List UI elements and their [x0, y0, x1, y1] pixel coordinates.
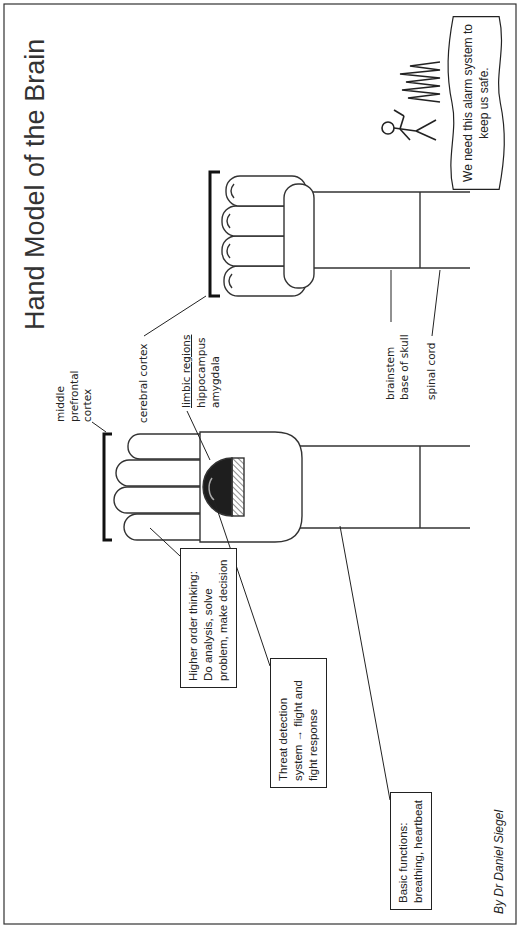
- function-box: Higher order thinking: Do analysis, solv…: [180, 548, 237, 688]
- slide-title: Hand Model of the Brain: [20, 39, 51, 330]
- part-label: limbic regions: [180, 318, 194, 408]
- banner-box: We need this alarm system to keep us saf…: [446, 13, 506, 193]
- part-label: middle prefrontal cortex: [54, 356, 95, 422]
- part-label: amygdala: [209, 318, 223, 408]
- box-text: Threat detection system → flight and fig…: [276, 665, 321, 781]
- part-label: hippocampus: [195, 318, 209, 408]
- function-box: Basic functions: breathing, heartbeat: [390, 792, 432, 910]
- frame: [4, 4, 516, 924]
- author-credit: By Dr Daniel Siegel: [492, 810, 508, 914]
- part-label: spinal cord: [425, 330, 439, 400]
- fist: [222, 176, 470, 296]
- part-label: brainstem base of skull: [384, 322, 411, 400]
- leader-line: [92, 270, 440, 800]
- function-box: Threat detection system → flight and fig…: [270, 658, 327, 788]
- bracket: [104, 434, 112, 540]
- box-text: Higher order thinking: Do analysis, solv…: [186, 555, 231, 681]
- box-text: Basic functions: breathing, heartbeat: [396, 799, 426, 903]
- bracket: [210, 172, 220, 296]
- box-text: We need this alarm system to keep us saf…: [460, 23, 492, 183]
- banner-outline: [446, 13, 506, 193]
- caveman-figure: [382, 62, 440, 140]
- part-label: cerebral cortex: [137, 333, 151, 423]
- open-hand: [114, 432, 470, 542]
